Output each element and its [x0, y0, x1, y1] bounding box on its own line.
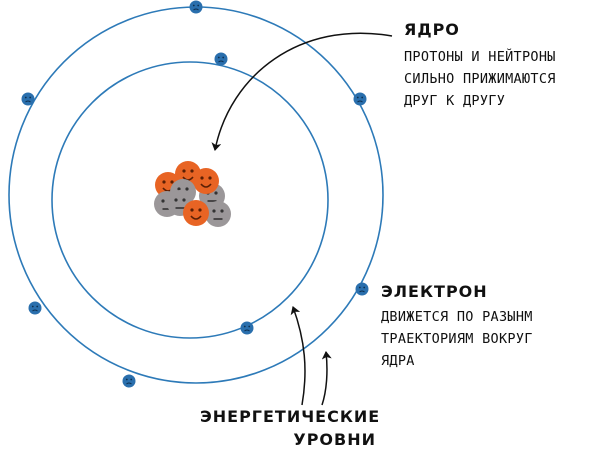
outer-orbit: [8, 6, 384, 384]
nucleus: [154, 161, 231, 227]
electron-icon: [355, 282, 369, 296]
nucleus-description-line: ДРУГ К ДРУГУ: [404, 93, 506, 109]
nucleus-description-line: ПРОТОНЫ И НЕЙТРОНЫ: [404, 49, 556, 65]
neutron-icon: [205, 201, 231, 227]
electron-icon: [240, 321, 254, 335]
electron-icon: [214, 52, 228, 66]
electron-icon: [28, 301, 42, 315]
proton-icon: [193, 168, 219, 194]
level-arrow-outer: [321, 351, 332, 406]
electron-icon: [189, 0, 203, 14]
electron-description-line: ТРАЕКТОРИЯМ ВОКРУГ: [381, 331, 533, 347]
nucleus-title: ЯДРО: [404, 20, 460, 39]
nucleus-arrow: [211, 32, 393, 151]
electron-title: ЭЛЕКТРОН: [381, 282, 488, 301]
electron-description-line: ДВИЖЕТСЯ ПО РАЗЫНМ: [381, 309, 533, 325]
proton-icon: [183, 200, 209, 226]
electron-icon: [122, 374, 136, 388]
electron-icon: [353, 92, 367, 106]
nucleus-description: ПРОТОНЫ И НЕЙТРОНЫ СИЛЬНО ПРИЖИМАЮТСЯ ДР…: [404, 46, 556, 112]
energy-levels-line: УРОВНИ: [293, 430, 376, 449]
level-arrow-inner: [290, 306, 306, 406]
nucleus-description-line: СИЛЬНО ПРИЖИМАЮТСЯ: [404, 71, 556, 87]
energy-levels-label: ЭНЕРГЕТИЧЕСКИЕ УРОВНИ: [200, 407, 381, 449]
inner-orbit: [51, 61, 329, 339]
electron-description-line: ЯДРА: [381, 353, 415, 369]
electron-icon: [21, 92, 35, 106]
electron-description: ДВИЖЕТСЯ ПО РАЗЫНМ ТРАЕКТОРИЯМ ВОКРУГ ЯД…: [381, 306, 533, 372]
energy-levels-line: ЭНЕРГЕТИЧЕСКИЕ: [200, 407, 381, 426]
